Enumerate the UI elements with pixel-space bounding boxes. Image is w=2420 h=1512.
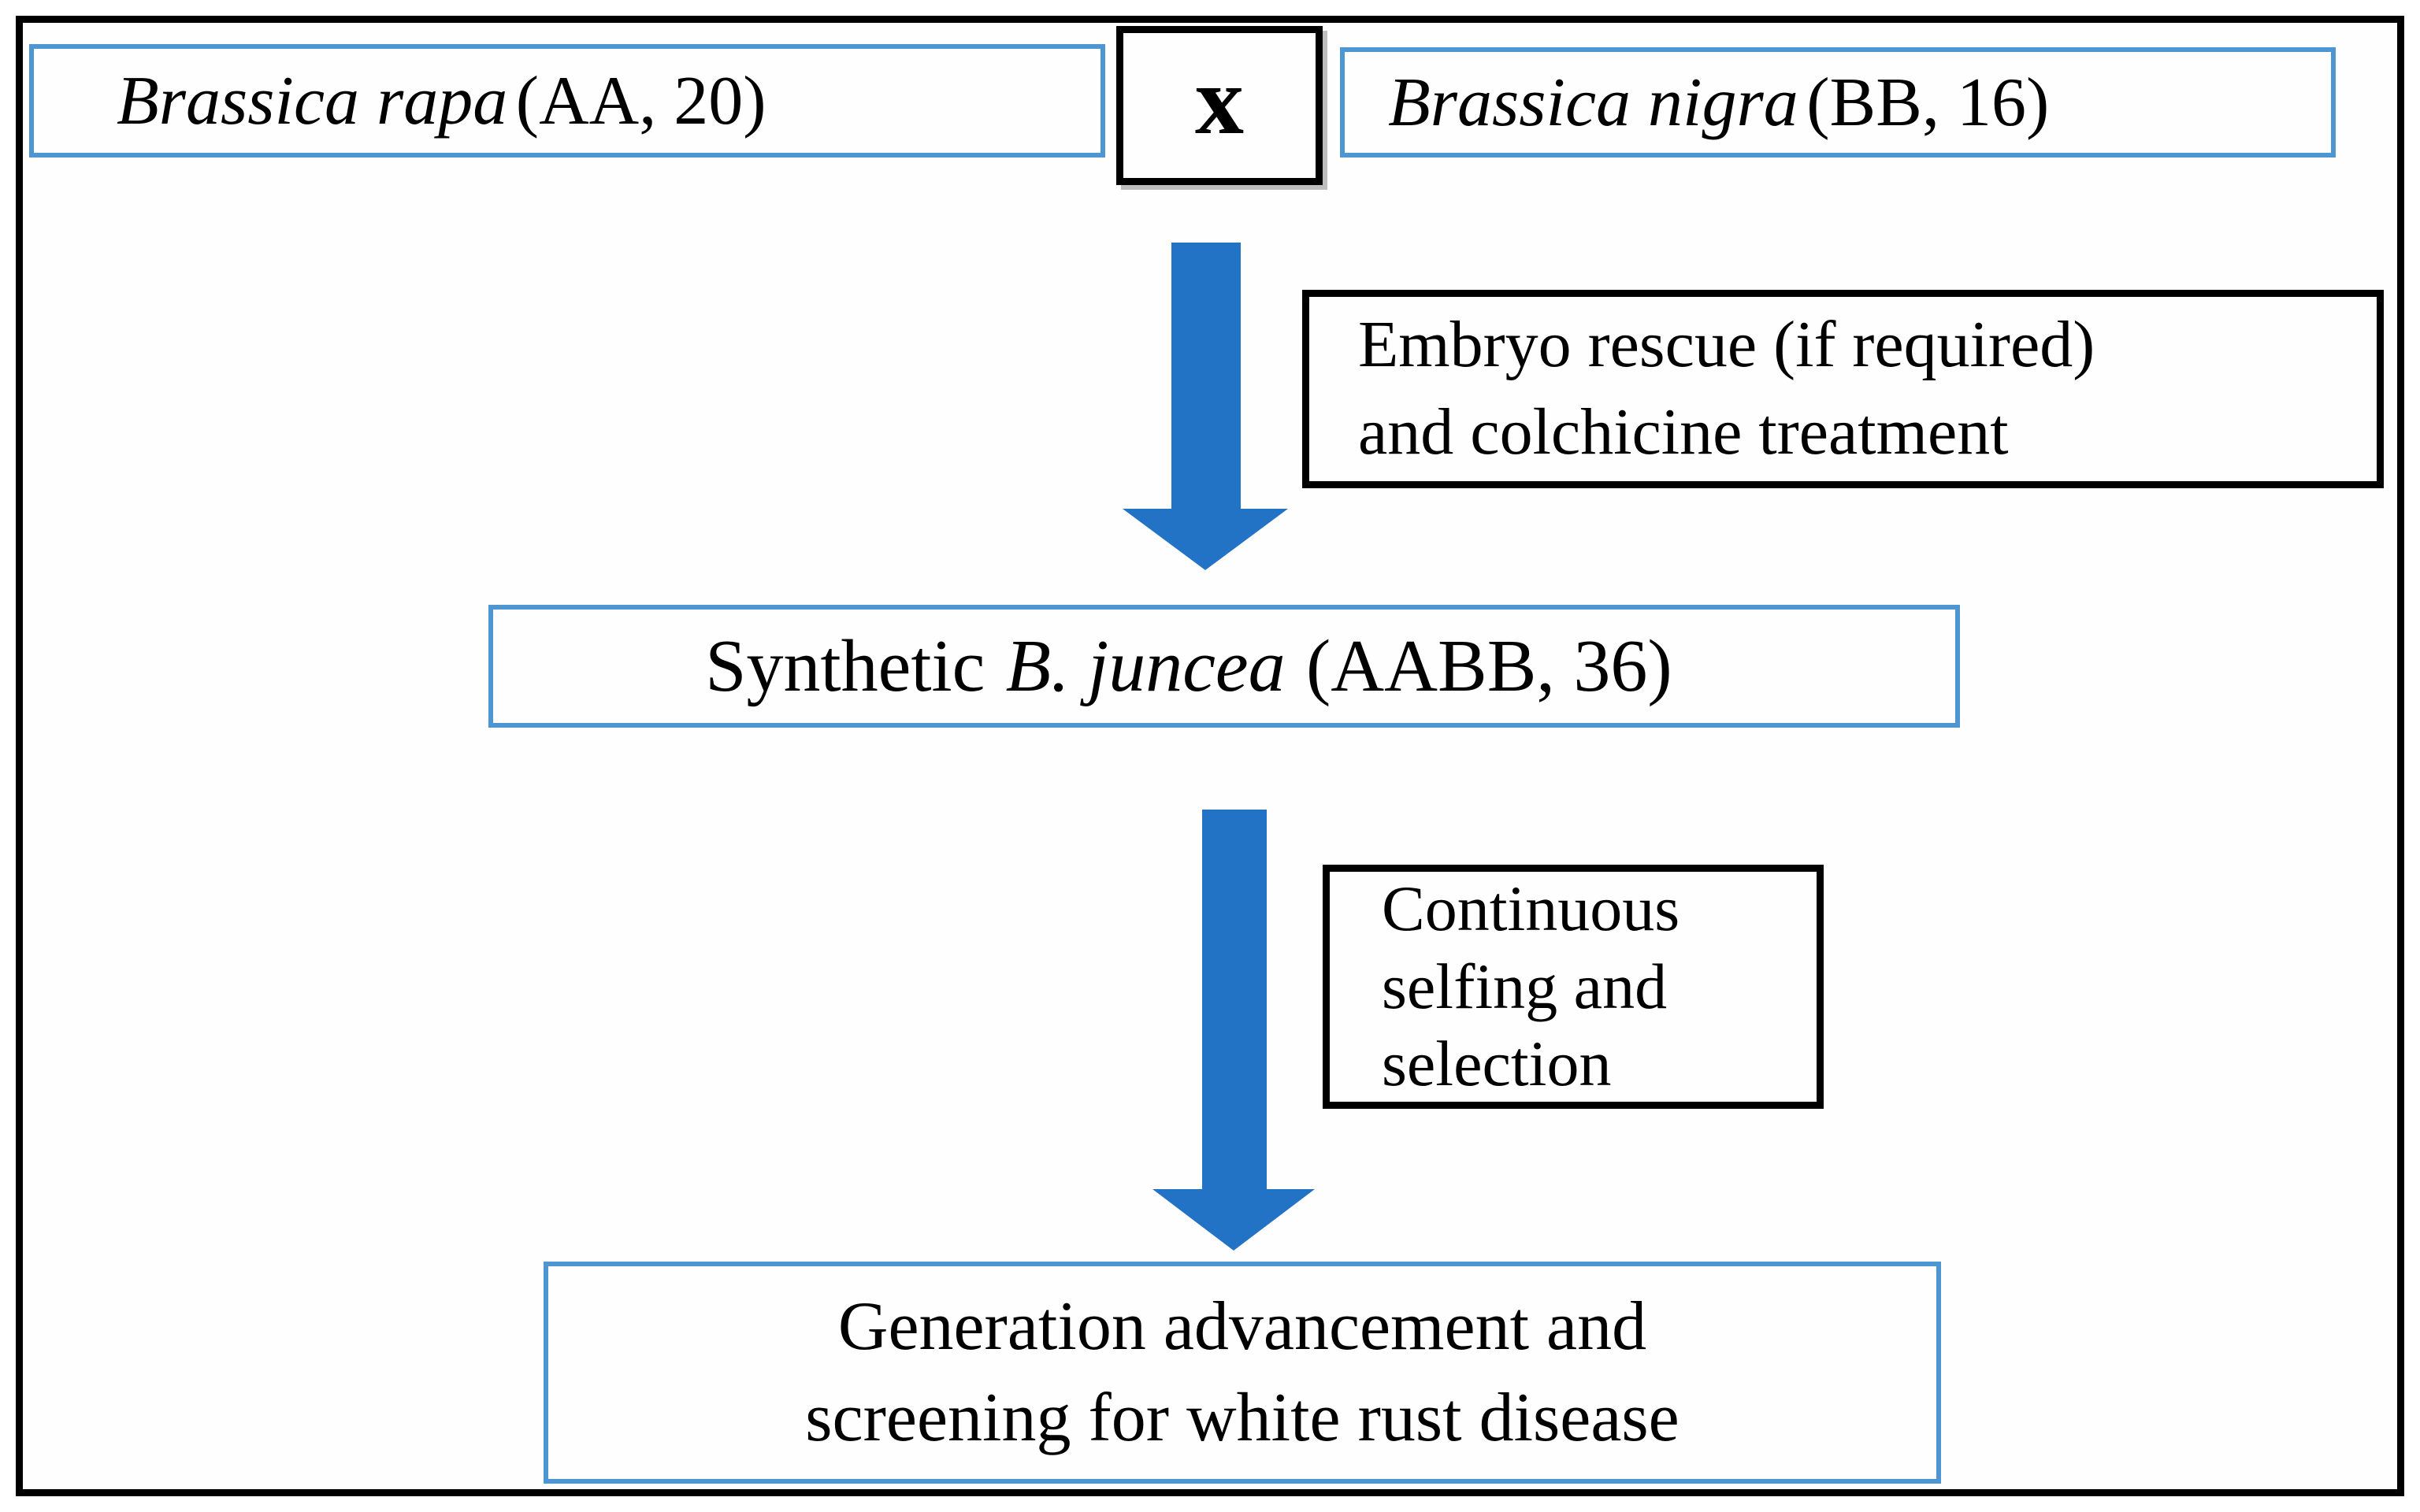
- selfing-line2: selfing and: [1382, 950, 1668, 1022]
- arrow2-head: [1152, 1189, 1315, 1251]
- parent2-box: Brassica nigra(BB, 16): [1340, 47, 2336, 158]
- down-arrow-2-icon: [1152, 810, 1315, 1251]
- parent1-species-name: Brassica rapa: [117, 62, 508, 139]
- parent2-genome: (BB, 16): [1806, 64, 2050, 141]
- generation-advancement-label: Generation advancement and screening for…: [805, 1281, 1679, 1464]
- result-line2: screening for white rust disease: [805, 1380, 1680, 1456]
- selfing-line1: Continuous: [1382, 873, 1680, 945]
- selfing-line3: selection: [1382, 1028, 1612, 1100]
- parent2-species-name: Brassica nigra: [1388, 64, 1798, 141]
- parent1-label: Brassica rapa(AA, 20): [117, 61, 766, 141]
- generation-advancement-box: Generation advancement and screening for…: [544, 1262, 1941, 1484]
- selfing-selection-box: Continuous selfing and selection: [1323, 865, 1824, 1109]
- embryo-rescue-box: Embryo rescue (if required) and colchici…: [1302, 290, 2384, 488]
- embryo-rescue-line2: and colchicine treatment: [1358, 395, 2009, 469]
- arrow2-shaft: [1202, 810, 1267, 1191]
- embryo-rescue-line1: Embryo rescue (if required): [1358, 308, 2095, 382]
- synthetic-genome: (AABB, 36): [1305, 625, 1672, 707]
- arrow1-head: [1123, 509, 1288, 570]
- cross-symbol-label: x: [1195, 46, 1244, 154]
- arrow1-shaft: [1171, 243, 1241, 510]
- parent1-box: Brassica rapa(AA, 20): [29, 44, 1105, 158]
- result-line1: Generation advancement and: [837, 1288, 1647, 1365]
- synthetic-prefix: Synthetic: [705, 625, 985, 707]
- down-arrow-1-icon: [1123, 243, 1288, 570]
- cross-symbol-box: x: [1116, 26, 1323, 185]
- synthetic-species-name: B. juncea: [1005, 625, 1286, 707]
- parent2-label: Brassica nigra(BB, 16): [1388, 63, 2049, 143]
- selfing-selection-label: Continuous selfing and selection: [1382, 870, 1680, 1102]
- parent1-genome: (AA, 20): [515, 62, 766, 139]
- embryo-rescue-label: Embryo rescue (if required) and colchici…: [1358, 302, 2095, 476]
